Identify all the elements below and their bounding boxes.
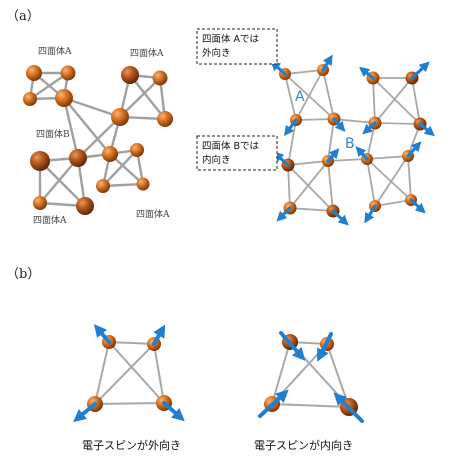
spin-arrow [409, 198, 426, 214]
atom [152, 70, 168, 86]
atom [76, 197, 94, 215]
spin-arrow [332, 117, 346, 132]
atom [102, 146, 118, 162]
spin-arrow [364, 204, 377, 224]
spin-arrow [273, 151, 290, 167]
label-tetrahedron-a-bottom-left: 四面体A [33, 214, 67, 226]
note-outward-line2: 外向き [202, 47, 231, 59]
atom [60, 65, 76, 81]
spin-arrow-outward [152, 324, 166, 346]
label-tetrahedron-a-top-right: 四面体A [130, 47, 164, 59]
panel-a-label: （a） [6, 9, 40, 24]
note-outward-box: 四面体 Aでは 外向き [196, 28, 278, 65]
note-outward-line1: 四面体 Aでは [202, 33, 260, 45]
caption-inward: 電子スピンが内向き [254, 438, 353, 452]
spin-arrow [406, 141, 422, 158]
atom [96, 179, 110, 193]
atom [26, 65, 42, 81]
spin-arrow-outward [93, 324, 111, 344]
atom [136, 177, 150, 191]
spin-arrow [418, 122, 435, 137]
tetrahedron-inward: 電子スピンが内向き [254, 331, 364, 452]
spin-arrow-outward [73, 402, 97, 423]
note-inward-line1: 四面体 Bでは [202, 140, 260, 152]
caption-outward: 電子スピンが外向き [82, 438, 181, 452]
panel-b-label: （b） [6, 267, 40, 282]
spin-arrow-inward [317, 332, 333, 362]
atom [23, 92, 37, 106]
atom [157, 111, 173, 127]
spin-arrow [359, 66, 375, 80]
spin-arrow [331, 209, 349, 226]
note-inward-box: 四面体 Bでは 内向き [196, 135, 278, 171]
spin-lattice: A B [270, 54, 435, 226]
spin-arrow [276, 206, 292, 222]
atom [111, 108, 129, 126]
spin-arrow [283, 118, 298, 137]
label-tetrahedron-a-top-left: 四面体A [38, 45, 72, 57]
atom [55, 89, 73, 107]
marker-b: B [345, 136, 355, 152]
lattice-spin-arrows [270, 54, 435, 226]
spin-arrow [355, 146, 369, 161]
spin-arrow-outward [162, 401, 185, 422]
spin-arrow [321, 54, 333, 72]
spin-arrow-inward [279, 331, 306, 361]
atom [121, 66, 139, 84]
label-tetrahedron-b: 四面体B [36, 128, 70, 140]
network-atoms [23, 65, 173, 215]
atom [30, 151, 50, 171]
atom [33, 196, 47, 210]
spin-arrow-inward [333, 392, 364, 423]
spin-arrow [326, 148, 340, 163]
label-tetrahedron-a-bottom-right: 四面体A [136, 208, 170, 220]
tetrahedron-outward: 電子スピンが外向き [73, 324, 185, 452]
spin-arrow [362, 121, 377, 135]
note-inward-line2: 内向き [202, 154, 231, 166]
atom [69, 149, 87, 167]
atom [130, 143, 144, 157]
spin-arrow [410, 61, 430, 80]
spin-arrow-inward [258, 389, 289, 418]
spin-arrow [270, 60, 287, 76]
tetrahedra-network: 四面体A 四面体A 四面体B 四面体A 四面体A [23, 45, 173, 226]
marker-a: A [295, 89, 305, 105]
